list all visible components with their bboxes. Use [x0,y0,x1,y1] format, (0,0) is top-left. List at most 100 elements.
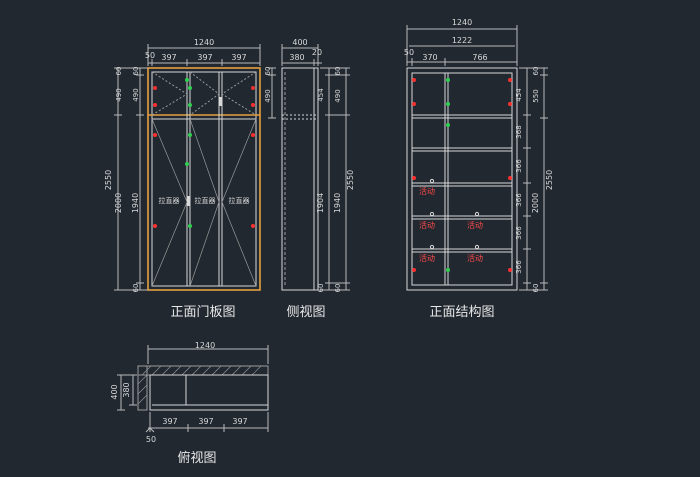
front-bottom-60: 60 [132,284,140,293]
hinge-icon [185,78,189,82]
front-edge-dim: 50 [145,51,155,60]
shelf-pin-icon [474,244,480,250]
shelf-label-1: 活动 [419,186,435,196]
hinge-icon [412,176,416,180]
shelf-label-2: 活动 [419,220,435,230]
shelf-pin-icon [429,211,435,217]
front-door-width-1: 397 [161,53,176,62]
side-back: 20 [312,48,322,57]
hinge-icon [153,103,157,107]
hinge-icon [412,268,416,272]
side-view [281,44,350,291]
structure-368: 368 [515,125,523,138]
hinge-icon [188,224,192,228]
front-2000: 2000 [114,193,123,213]
hinge-icon [446,268,450,272]
top-depth: 400 [110,384,119,399]
side-depth: 400 [292,38,307,47]
structure-edge: 50 [404,48,414,57]
structure-right-2000: 2000 [531,193,540,213]
shelf-label-4: 活动 [419,253,435,263]
structure-right-width: 766 [472,53,487,62]
shelf-pin-icon [474,211,480,217]
hinge-icon [446,123,450,127]
shelf-label-3: 活动 [467,220,483,230]
structure-right-2550: 2550 [545,170,554,190]
hinge-icon [446,78,450,82]
structure-left-width: 370 [422,53,437,62]
shelf-pin-icon [429,244,435,250]
front-door-width-3: 397 [231,53,246,62]
front-490: 490 [115,88,123,101]
top-caption: 俯视图 [177,450,216,466]
side-1904: 1904 [316,193,325,213]
structure-366-c: 366 [515,226,523,240]
door-handle-icon [187,196,190,206]
side-right-2550: 2550 [346,170,355,190]
door-handle-icon [219,97,222,106]
structure-366-d: 366 [515,260,523,274]
front-1940: 1940 [131,193,140,213]
structure-right-60-top: 60 [532,67,540,76]
hinge-icon [508,268,512,272]
hinge-icon [153,224,157,228]
side-right-60-top: 60 [334,67,342,76]
front-total-width: 1240 [194,38,214,47]
hinge-icon [251,224,255,228]
front-total-height: 2550 [104,170,113,190]
structure-hinge-markers [412,78,512,272]
front-structure [406,25,548,291]
panel-label-3: 拉直器 [229,196,250,205]
side-caption: 侧视图 [286,305,325,320]
hinge-icon [508,102,512,106]
hinge-icon [188,86,192,90]
side-right-1940: 1940 [333,193,342,213]
side-60: 60 [317,284,325,293]
structure-right-60-bottom: 60 [532,284,540,293]
front-caption: 正面门板图 [170,305,235,320]
front-hinge-markers [153,78,255,228]
hinge-icon [446,102,450,106]
structure-caption: 正面结构图 [429,305,494,320]
front-door-width-2: 397 [197,53,212,62]
front-door-elevation [114,44,276,291]
top-view [117,345,269,433]
side-depth-inner: 380 [289,53,304,62]
structure-right-550: 550 [532,89,540,102]
panel-label-1: 拉直器 [159,196,180,205]
hinge-icon [188,103,192,107]
structure-366-b: 366 [515,193,523,207]
front-right-490: 490 [264,89,272,102]
front-60-inner: 60 [132,67,140,76]
top-seg-2: 397 [198,417,213,426]
top-depth-inner: 380 [122,382,131,397]
hinge-icon [185,162,189,166]
top-seg-1: 397 [162,417,177,426]
shelf-pin-icon [429,178,435,184]
structure-inner-width: 1222 [452,36,472,45]
hinge-icon [251,103,255,107]
panel-label-2: 拉直器 [195,196,216,205]
hinge-icon [412,78,416,82]
front-490-inner: 490 [132,88,140,101]
side-right-60-bottom: 60 [334,284,342,293]
side-454: 454 [317,88,325,102]
top-seg-3: 397 [232,417,247,426]
hinge-icon [153,86,157,90]
hinge-icon [508,176,512,180]
hinge-icon [188,133,192,137]
hinge-icon [251,133,255,137]
hinge-icon [412,102,416,106]
structure-366-a: 366 [515,159,523,173]
hinge-icon [251,86,255,90]
front-top-60: 60 [115,67,123,76]
shelf-label-5: 活动 [467,253,483,263]
top-width: 1240 [195,341,215,350]
structure-total-width: 1240 [452,18,472,27]
top-edge: 50 [146,435,156,444]
front-right-60: 60 [264,67,272,76]
structure-454: 454 [515,88,523,102]
hinge-icon [153,133,157,137]
hinge-icon [508,78,512,82]
